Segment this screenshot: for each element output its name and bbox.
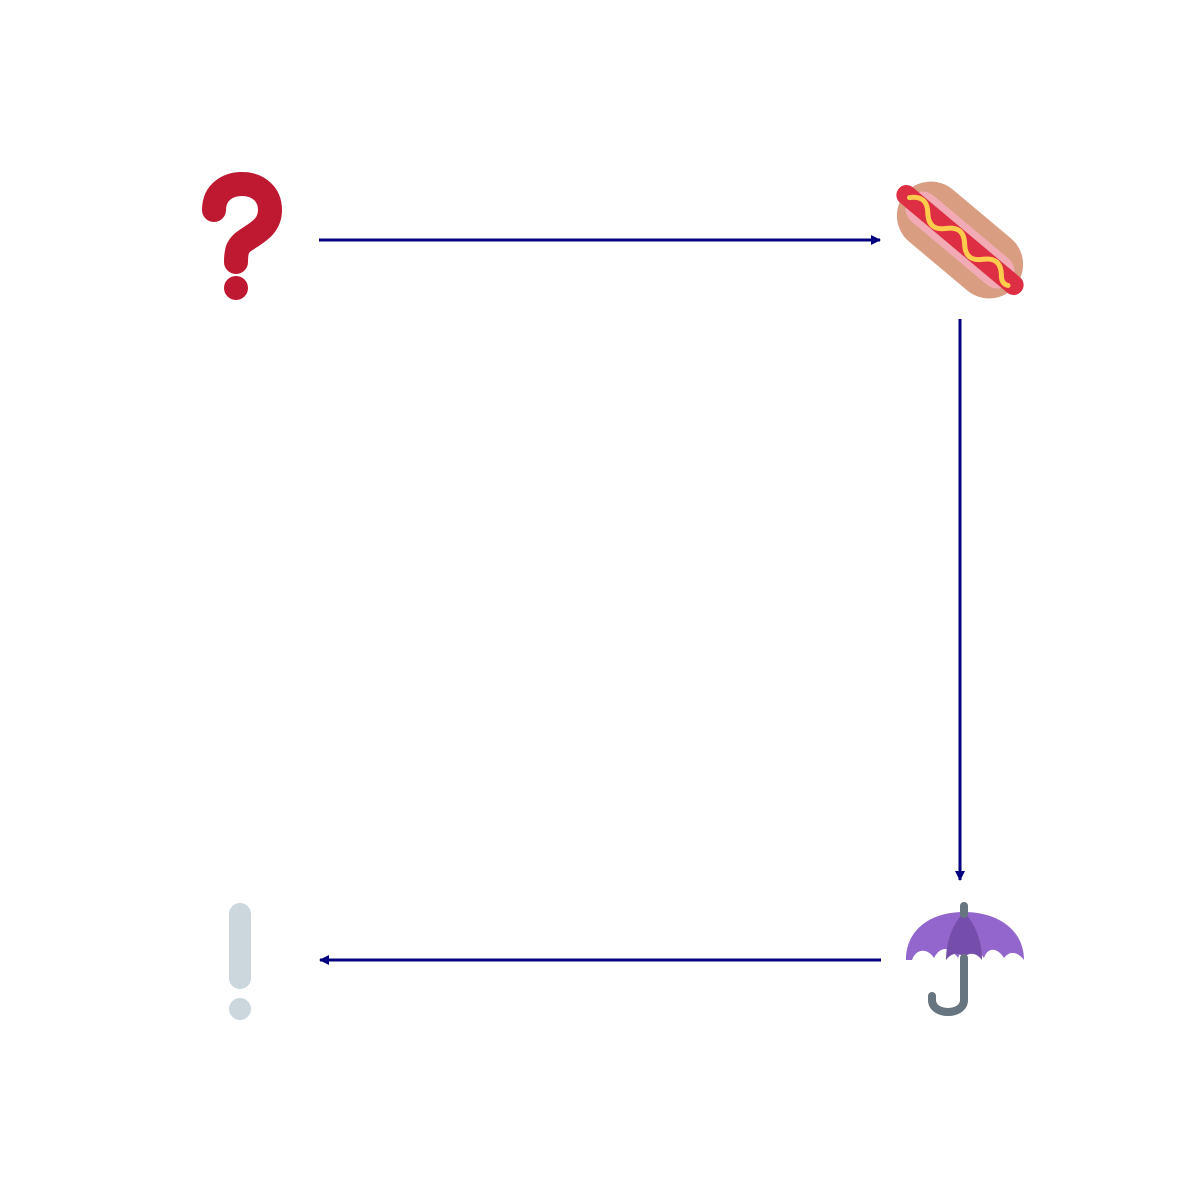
hot-dog-icon xyxy=(896,181,1024,299)
umbrella-icon xyxy=(906,902,1024,1016)
white-exclamation-mark-icon xyxy=(229,903,251,1020)
red-question-mark-icon xyxy=(202,172,282,300)
